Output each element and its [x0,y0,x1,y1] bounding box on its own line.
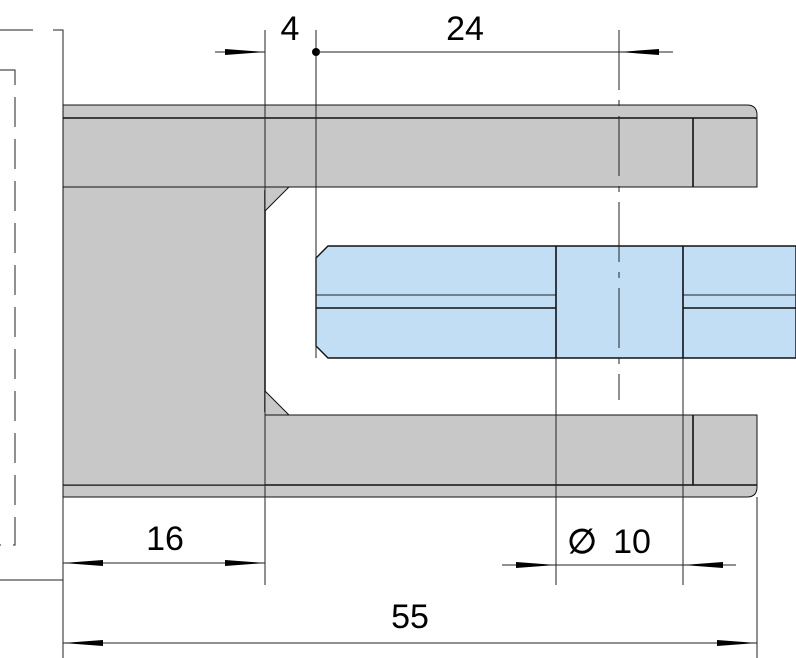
wall-outline [0,29,64,581]
dimension-hole-diameter: ∅ 10 [502,523,736,568]
clamp-base-block [62,186,291,486]
dimension-base-depth: 16 [63,520,265,566]
dimension-overall-length: 55 [63,598,757,646]
dimension-label-overall-length: 55 [391,598,429,636]
glass-panel [315,245,796,359]
clamp-top-arm [62,104,758,188]
dimension-label-offset: 4 [281,10,300,48]
dimension-top: 4 24 [215,10,673,56]
extension-lines [62,30,758,658]
dimension-label-hole-diameter: 10 [613,523,651,561]
dimension-label-base-depth: 16 [146,520,184,558]
diameter-symbol: ∅ [567,523,597,561]
dimension-label-insertion: 24 [446,10,484,48]
